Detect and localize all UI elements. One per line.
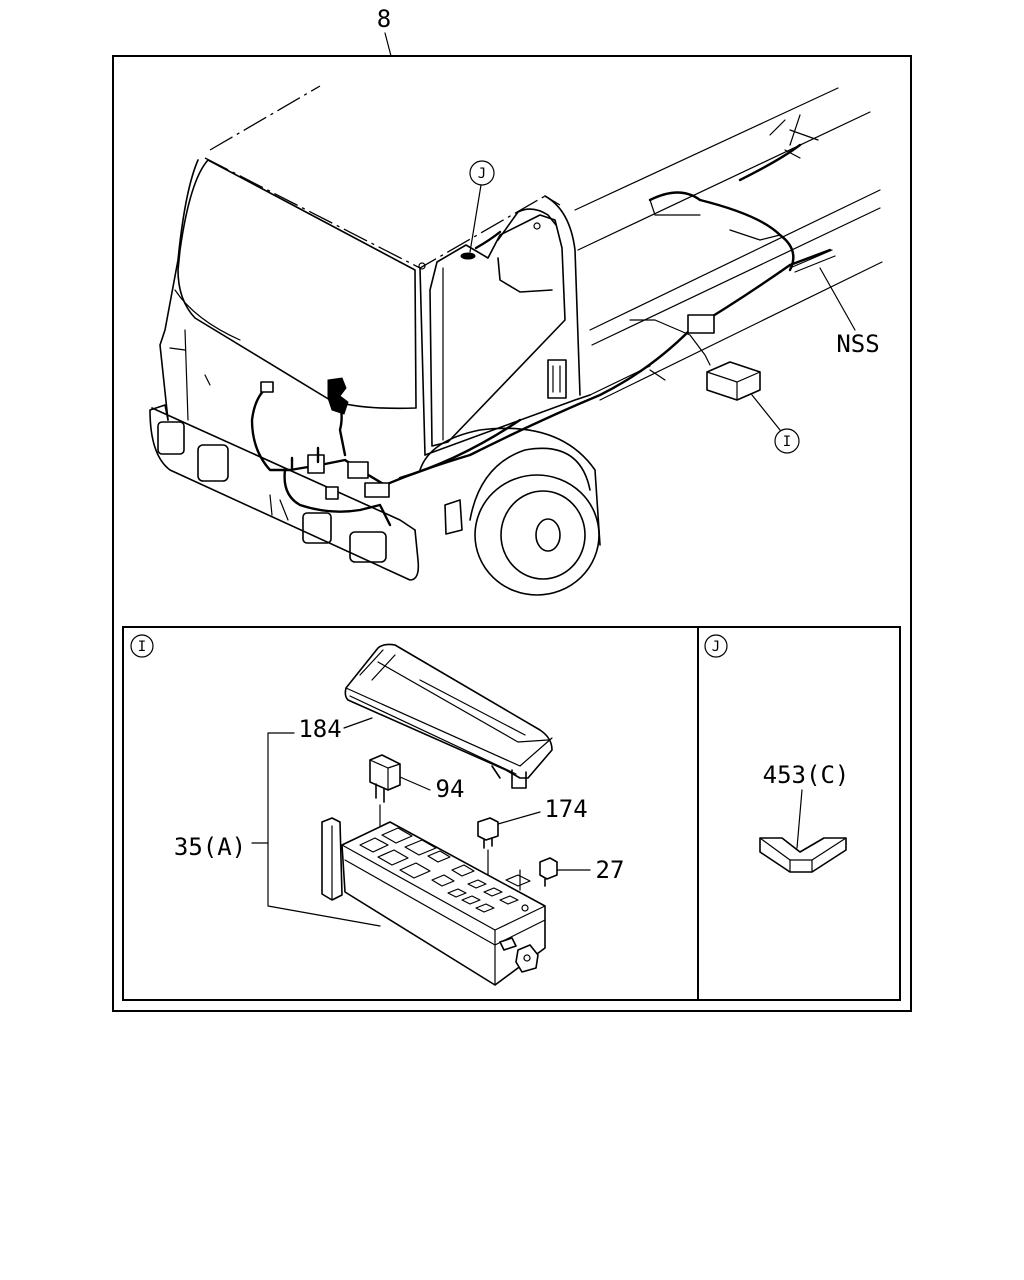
leader-453c xyxy=(796,789,803,849)
front-connector-4 xyxy=(325,486,339,500)
frame-rail-mid-2 xyxy=(591,207,881,346)
cab-corner-line xyxy=(169,347,186,351)
mirror-arm xyxy=(497,257,553,293)
roof-bolt xyxy=(418,262,426,270)
fog-lamp-center xyxy=(302,512,332,544)
marker-j-main-circle xyxy=(469,160,495,186)
door-handle xyxy=(547,359,567,399)
windshield xyxy=(177,159,417,410)
front-clip xyxy=(290,446,320,472)
harness-rear xyxy=(648,191,795,272)
main-frame xyxy=(112,55,912,1012)
marker-i-main-circle xyxy=(774,428,800,454)
frame-relay-box-top xyxy=(706,371,761,401)
harness-clip-453c xyxy=(759,837,847,873)
leader-j-main xyxy=(469,184,482,253)
door-handle-detail xyxy=(552,365,561,393)
wheel-hub xyxy=(535,518,561,552)
back-bolt xyxy=(533,222,541,230)
leader-i-main xyxy=(751,394,781,431)
front-harness xyxy=(250,383,387,487)
harness-main xyxy=(383,248,832,487)
leader-35a-bracket xyxy=(267,732,381,927)
callout-174: 174 xyxy=(544,795,587,823)
harness-mid-branch xyxy=(629,319,711,366)
wheel-tire xyxy=(474,474,600,596)
marker-i-main: I xyxy=(783,434,791,450)
cab-roof-edge xyxy=(209,85,321,151)
nss-hatch xyxy=(789,249,836,273)
harness-mid-branch-2 xyxy=(649,369,666,381)
front-connector-stack xyxy=(327,377,349,415)
front-connector-3 xyxy=(364,482,390,498)
harness-main-2 xyxy=(398,418,522,480)
cab-back-harness xyxy=(474,230,502,250)
door-mirror-bracket xyxy=(497,208,557,241)
harness-rear-branch-2 xyxy=(729,229,781,241)
callout-8: 8 xyxy=(377,5,391,33)
fuse-box-body xyxy=(321,817,546,986)
wheel-arch xyxy=(419,427,601,546)
cab-side-back xyxy=(544,195,581,396)
grille-line-2 xyxy=(204,374,211,386)
frame-rail-upper xyxy=(574,87,839,211)
front-connector-1 xyxy=(307,454,325,474)
front-lower-panel xyxy=(149,404,420,581)
headlamp-left xyxy=(157,421,185,455)
callout-nss: NSS xyxy=(836,330,879,358)
fuse-27 xyxy=(539,857,558,887)
leader-174 xyxy=(497,811,541,825)
mud-flap xyxy=(444,499,463,535)
marker-i-panel-circle xyxy=(130,634,154,658)
fuse-box-cover xyxy=(344,643,553,789)
harness-rear-2 xyxy=(738,143,802,182)
fuse-174 xyxy=(477,817,499,849)
cab-side-rear xyxy=(419,267,426,456)
leader-8 xyxy=(384,32,392,57)
front-harness-2 xyxy=(283,468,392,527)
callout-453c: 453(C) xyxy=(763,761,850,789)
harness-rear-branch xyxy=(649,199,701,216)
windshield-inner xyxy=(174,289,241,341)
callout-184: 184 xyxy=(298,715,341,743)
headlamp-left-2 xyxy=(197,444,229,482)
marker-j-panel-circle xyxy=(704,634,728,658)
cab-outline xyxy=(159,159,199,421)
callout-27: 27 xyxy=(596,856,625,884)
relay-94 xyxy=(369,754,401,803)
marker-j-main: J xyxy=(478,166,486,182)
headlamp-right xyxy=(349,531,387,563)
leader-nss xyxy=(819,267,856,331)
front-connector-5 xyxy=(260,381,274,393)
frame-rail-low xyxy=(599,261,883,401)
truck-illustration xyxy=(149,85,883,596)
fender xyxy=(469,447,591,521)
detail-j-frame xyxy=(697,626,901,1001)
leader-184 xyxy=(343,717,373,729)
door-bottom xyxy=(424,394,591,456)
marker-i-panel: I xyxy=(138,639,146,655)
wheel-rim xyxy=(500,490,586,580)
harness-top-right xyxy=(769,114,819,159)
callout-35a: 35(A) xyxy=(174,833,246,861)
front-connector-2 xyxy=(347,461,369,479)
frame-connector xyxy=(687,314,715,334)
bumper-top xyxy=(151,407,416,531)
frame-rail-mid xyxy=(589,189,881,331)
front-harness-4 xyxy=(269,494,289,521)
grille-line xyxy=(184,329,189,421)
leader-94 xyxy=(399,776,431,791)
frame-rail-upper-2 xyxy=(577,111,871,251)
clamp-j-location xyxy=(460,252,476,260)
door-window xyxy=(429,214,566,447)
marker-j-panel: J xyxy=(712,639,720,655)
callout-94: 94 xyxy=(436,775,465,803)
